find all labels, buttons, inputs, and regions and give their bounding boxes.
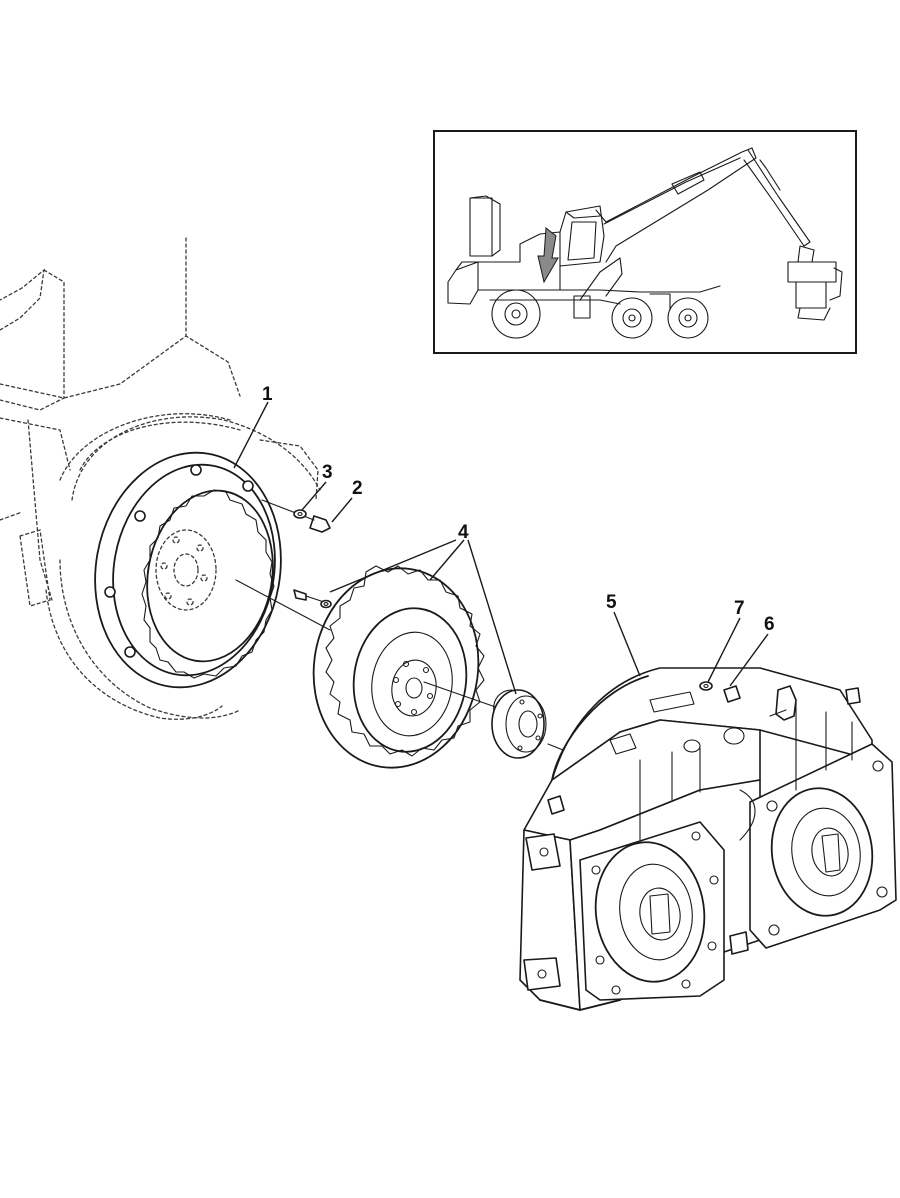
- part-5-gearbox: [519, 667, 897, 1011]
- part-4-flange: [491, 689, 579, 759]
- callout-7: 7: [734, 598, 745, 619]
- callout-4: 4: [458, 522, 469, 543]
- gear-external-teeth: [325, 565, 485, 757]
- callout-1: 1: [262, 384, 273, 405]
- ring-internal-teeth: [141, 489, 275, 679]
- callout-labels: 1 2 3 4 5 6 7: [262, 384, 775, 635]
- inset-frame: [433, 130, 857, 354]
- callout-3: 3: [322, 462, 333, 483]
- part-1-flywheel-ring: [94, 451, 331, 689]
- part-4-coupling-gear: [312, 565, 511, 769]
- engine-housing-dashed: [0, 237, 321, 720]
- callout-2: 2: [352, 478, 363, 499]
- machine-cabin: [559, 205, 605, 267]
- callout-6: 6: [764, 614, 775, 635]
- part-7-seal: [699, 681, 713, 691]
- part-3-washer: [293, 509, 307, 519]
- machine-boom: [595, 147, 757, 263]
- machine-wheels: [491, 289, 709, 339]
- callout-5: 5: [606, 592, 617, 613]
- leader-lines: [233, 401, 769, 695]
- part-4-bolts: [293, 589, 332, 609]
- inset-machine-view: [433, 130, 857, 354]
- location-arrow: [537, 227, 559, 284]
- part-6-plug: [723, 685, 741, 703]
